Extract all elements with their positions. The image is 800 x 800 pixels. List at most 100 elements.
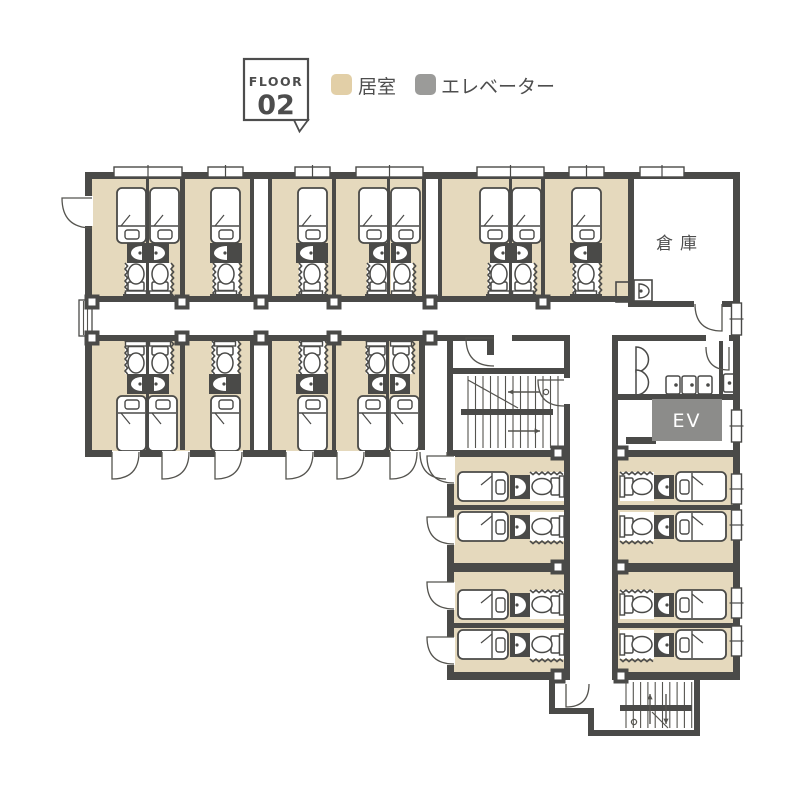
toilet-icon	[631, 477, 653, 496]
pillow-icon	[495, 479, 506, 495]
accordion-wall-icon	[619, 539, 654, 545]
accordion-wall-icon	[532, 262, 538, 297]
column-icon	[554, 563, 562, 571]
toilet-icon	[216, 352, 234, 374]
wall	[447, 368, 570, 374]
door-icon	[426, 455, 455, 484]
faucet-icon	[379, 382, 383, 386]
elevator-box	[652, 399, 722, 441]
pillow-icon	[305, 229, 321, 240]
pillow-icon	[679, 519, 690, 535]
faucet-icon	[665, 603, 669, 607]
wall	[447, 450, 570, 457]
sink-icon	[574, 246, 587, 260]
wall	[719, 341, 723, 399]
toilet-icon	[558, 593, 565, 616]
accordion-wall-icon	[210, 340, 216, 375]
toilet-icon	[631, 595, 653, 614]
wall	[447, 563, 570, 572]
pillow-icon	[365, 399, 381, 410]
blanket-fold-icon	[301, 412, 312, 425]
door-gap	[215, 451, 243, 457]
wall	[628, 172, 634, 307]
accordion-wall-icon	[597, 262, 603, 297]
legend-elevator-label: エレベーター	[441, 76, 555, 98]
shaft	[254, 341, 268, 451]
sink-icon	[681, 375, 697, 395]
door-gap	[446, 456, 455, 484]
toilet-icon	[531, 477, 553, 496]
wall	[365, 450, 390, 457]
legend-guest-room-swatch	[331, 74, 352, 95]
pillow-icon	[366, 229, 382, 240]
blanket-fold-icon	[480, 633, 493, 644]
faucet-icon	[222, 382, 226, 386]
floor-badge-box	[242, 57, 310, 122]
legend: 居室 エレベーター	[331, 74, 555, 98]
wall	[452, 623, 564, 628]
toilet-icon	[558, 475, 565, 498]
wall	[618, 505, 737, 510]
door-icon	[694, 303, 723, 332]
wall	[386, 341, 389, 450]
blanket-fold-icon	[483, 214, 494, 227]
column-icon	[257, 298, 265, 306]
door-gap	[337, 451, 365, 457]
pillow-icon	[124, 229, 140, 240]
door-gap	[286, 451, 314, 457]
blanket-fold-icon	[301, 214, 312, 227]
door-icon	[61, 197, 93, 229]
toilet-icon	[531, 595, 553, 614]
stair-arrow-icon	[534, 428, 540, 434]
blanket-fold-icon	[691, 633, 704, 644]
column-icon	[426, 334, 434, 342]
wall	[618, 623, 737, 628]
wall	[243, 450, 286, 457]
wall	[438, 179, 442, 302]
accordion-wall-icon	[411, 262, 417, 297]
accordion-wall-icon	[619, 657, 654, 663]
wall	[447, 483, 454, 517]
toilet-icon	[631, 635, 653, 654]
stair-arrow-icon	[508, 389, 514, 395]
stair-landing	[620, 705, 692, 711]
pillow-icon	[487, 229, 503, 240]
door-gap	[706, 335, 729, 341]
sink-icon	[697, 375, 713, 395]
pillow-icon	[155, 399, 171, 410]
pillow-icon	[679, 637, 690, 653]
faucet-icon	[395, 382, 399, 386]
blanket-fold-icon	[151, 412, 162, 425]
toilet-icon	[514, 263, 532, 285]
toilet-icon	[631, 517, 653, 536]
sink-icon	[494, 246, 505, 260]
wall	[250, 341, 254, 450]
sink-icon	[372, 377, 383, 391]
pillow-icon	[305, 399, 321, 410]
bed-icon	[457, 589, 509, 620]
pillow-icon	[679, 479, 690, 495]
column-icon	[539, 298, 547, 306]
corridor	[92, 302, 733, 335]
sink-icon	[154, 246, 165, 260]
blanket-fold-icon	[214, 214, 225, 227]
wall	[612, 341, 618, 450]
toilet-icon	[303, 352, 321, 374]
toilet-icon	[369, 263, 387, 285]
sink-icon	[658, 636, 669, 654]
accordion-wall-icon	[237, 262, 243, 297]
pillow-icon	[124, 399, 140, 410]
wall	[618, 394, 733, 400]
toilet-icon	[213, 340, 237, 347]
pillow-icon	[157, 229, 173, 240]
accordion-wall-icon	[169, 262, 175, 297]
column-icon	[426, 298, 434, 306]
blanket-fold-icon	[480, 515, 493, 526]
toilet-icon	[217, 263, 235, 285]
faucet-icon	[665, 485, 669, 489]
sink-icon	[515, 596, 526, 614]
accordion-wall-icon	[529, 470, 564, 476]
corridor	[570, 455, 612, 673]
pillow-icon	[218, 399, 234, 410]
